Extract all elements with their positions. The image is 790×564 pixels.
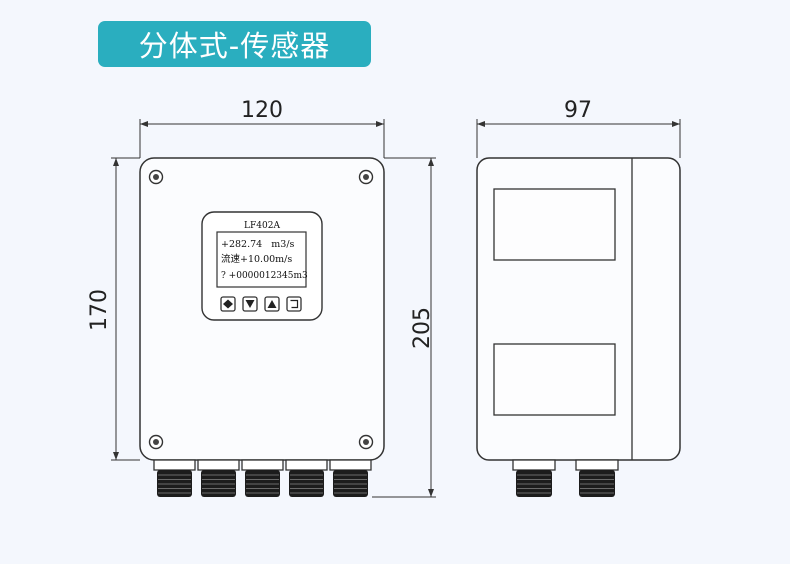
screw-bottom-left-icon bbox=[148, 434, 164, 450]
screw-top-left-icon bbox=[148, 169, 164, 185]
side-enclosure bbox=[476, 157, 681, 461]
diamond-icon bbox=[223, 299, 233, 309]
enter-icon bbox=[290, 299, 299, 309]
arrow-down-icon bbox=[245, 300, 255, 308]
key-down[interactable] bbox=[242, 296, 258, 312]
lcd-line-1: +282.74 m3/s bbox=[221, 239, 295, 250]
cable-gland-icon bbox=[512, 459, 556, 497]
side-cable-glands bbox=[512, 459, 619, 497]
side-window-bottom bbox=[493, 343, 616, 416]
display-panel: LF402A +282.74 m3/s 流速+10.00m/s ? +00000… bbox=[201, 211, 323, 321]
cable-gland-icon bbox=[241, 459, 284, 497]
side-window-top bbox=[493, 188, 616, 261]
key-diamond[interactable] bbox=[220, 296, 236, 312]
front-width-dimension bbox=[139, 119, 385, 158]
front-height-label: 170 bbox=[87, 289, 112, 331]
cable-gland-icon bbox=[197, 459, 240, 497]
cable-gland-icon bbox=[153, 459, 196, 497]
lcd-line-3: ? +0000012345m3 bbox=[221, 271, 308, 281]
screw-top-right-icon bbox=[358, 169, 374, 185]
front-width-label: 120 bbox=[241, 98, 283, 123]
arrow-up-icon bbox=[267, 300, 277, 308]
side-depth-label: 97 bbox=[564, 98, 592, 123]
side-depth-dimension bbox=[476, 119, 681, 158]
front-cable-glands bbox=[153, 459, 372, 497]
page-title: 分体式-传感器 bbox=[138, 29, 331, 63]
key-up[interactable] bbox=[264, 296, 280, 312]
screw-bottom-right-icon bbox=[358, 434, 374, 450]
lcd-screen bbox=[216, 231, 307, 288]
total-height-label: 205 bbox=[410, 307, 435, 349]
model-label: LF402A bbox=[244, 221, 280, 231]
title-badge: 分体式-传感器 bbox=[98, 21, 371, 67]
total-height-dimension bbox=[372, 157, 436, 498]
lcd-line-2: 流速+10.00m/s bbox=[221, 253, 292, 265]
cable-gland-icon bbox=[575, 459, 619, 497]
key-enter[interactable] bbox=[286, 296, 302, 312]
cable-gland-icon bbox=[285, 459, 328, 497]
front-height-dimension bbox=[111, 157, 140, 461]
cable-gland-icon bbox=[329, 459, 372, 497]
